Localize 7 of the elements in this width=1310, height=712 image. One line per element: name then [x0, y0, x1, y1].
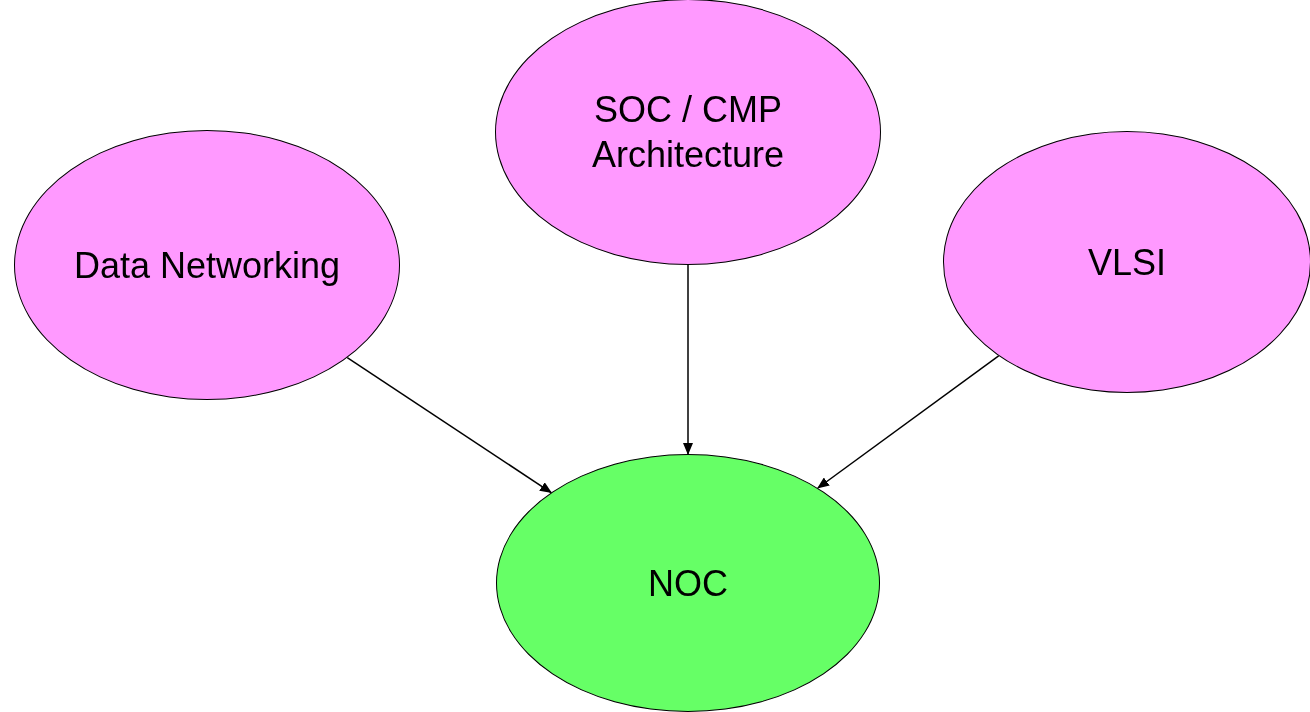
arrow	[817, 355, 1000, 489]
node-label: Data Networking	[73, 243, 341, 288]
arrow	[683, 264, 693, 455]
node-label: NOC	[648, 561, 728, 606]
arrow	[346, 357, 552, 494]
node-label: VLSI	[1087, 240, 1166, 285]
node-label: SOC / CMP Architecture	[590, 88, 786, 177]
